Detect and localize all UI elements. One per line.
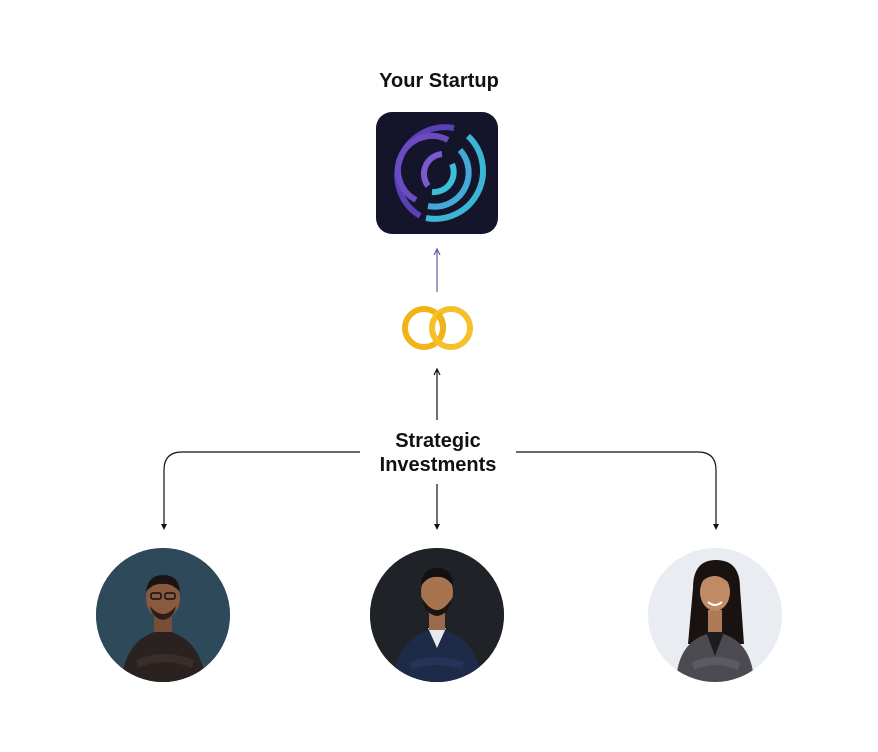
label-line-1: Strategic — [395, 430, 481, 452]
interlocking-rings-icon — [400, 300, 476, 361]
investor-avatar-3 — [648, 548, 782, 682]
startup-title: Your Startup — [379, 70, 499, 92]
startup-logo-icon — [376, 112, 498, 234]
investor-avatar-2 — [370, 548, 504, 682]
investor-avatar-1 — [96, 548, 230, 682]
strategic-investments-label: Strategic Investments — [360, 429, 516, 477]
label-line-2: Investments — [379, 454, 497, 476]
